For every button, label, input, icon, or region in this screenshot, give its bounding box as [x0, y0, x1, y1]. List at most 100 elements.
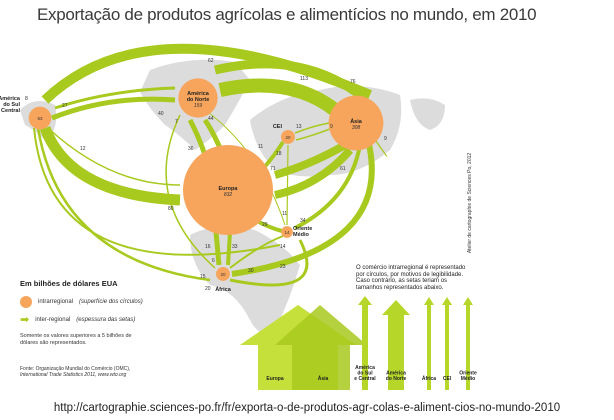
- intra-arrow-label: Ásia: [318, 375, 329, 382]
- flow-arrows: [33, 43, 388, 287]
- flow-arrow-africa-oriente: [229, 235, 284, 269]
- intra-arrow-oriente: [463, 297, 473, 390]
- flow-arrow-amsul-africa-2: [33, 127, 281, 256]
- region-name: Ásia: [350, 118, 363, 125]
- intra-arrow-asia: [275, 305, 367, 390]
- flow-arrow-africa-europa: [226, 231, 232, 266]
- flow-label: 20: [205, 286, 211, 292]
- flow-arrow-europa-asia: [274, 147, 354, 199]
- intra-arrow-label: Médio: [461, 376, 475, 382]
- credit: Atelier de cartographie de Sciences Po, …: [467, 152, 473, 254]
- region-circle: [216, 267, 230, 281]
- legend-circle-label: intrarregional: [38, 299, 74, 305]
- region-name: do Sul: [3, 102, 20, 108]
- flow-label: 33: [232, 244, 238, 250]
- intra-arrows: [240, 296, 473, 390]
- intra-arrow-amnorte: [382, 300, 410, 390]
- intra-arrow-label: América: [386, 371, 406, 377]
- legend-title: Em bilhões de dólares EUA: [20, 279, 118, 288]
- flow-arrow-amnorte-asia: [218, 78, 340, 116]
- flow-arrow-asia-oriente: [294, 144, 362, 230]
- source: Fonte: Organização Mundial do Comércio (…: [20, 366, 220, 378]
- flow-label: 9: [384, 136, 387, 142]
- explanation-text: O comércio intrarregional é representado…: [356, 265, 466, 291]
- intra-arrow-label: e Central: [354, 376, 376, 382]
- flow-label: 40: [158, 111, 164, 117]
- region-value: 53: [37, 116, 43, 121]
- flow-label: 113: [300, 76, 308, 82]
- flow-label: 30: [248, 268, 254, 274]
- flow-arrow-asia-africa: [231, 139, 375, 277]
- flow-arrow-amnorte-africa: [165, 114, 216, 269]
- flow-label: 12: [80, 146, 86, 152]
- flow-label: 9: [330, 124, 333, 130]
- region-name: Médio: [293, 232, 310, 238]
- flow-arrow-amsul-europa-thin: [47, 127, 181, 186]
- flow-label: 6: [212, 258, 215, 264]
- flow-label: 8: [25, 96, 28, 102]
- region-name: do Norte: [187, 97, 210, 103]
- region-circle: [28, 106, 52, 130]
- arrow-icon: ➡: [20, 314, 30, 326]
- flow-label: 27: [62, 103, 68, 109]
- flow-label: 61: [340, 166, 346, 172]
- flow-label: 14: [280, 244, 286, 250]
- flow-arrow-asia-europa: [273, 141, 347, 179]
- region-value: 832: [224, 192, 233, 198]
- region-name: CEI: [273, 124, 283, 130]
- region-name: Oriente: [293, 226, 312, 232]
- flow-label: 11: [282, 211, 287, 217]
- flow-label: 23: [280, 264, 286, 270]
- region-circle: [178, 78, 218, 118]
- flow-label: 29: [262, 222, 268, 228]
- flow-arrow-europa-africa: [213, 231, 222, 266]
- legend-arrow-label: inter-regional: [35, 317, 71, 323]
- region-value: 14: [284, 230, 290, 235]
- flow-label: 11: [258, 144, 263, 150]
- flow-label: 76: [350, 79, 356, 85]
- intra-arrow-label: CEI: [443, 376, 452, 382]
- intra-arrow-label: África: [422, 375, 436, 382]
- region-circle: [183, 145, 273, 235]
- flow-arrow-africa-asia: [229, 239, 309, 287]
- region-value: 159: [194, 103, 203, 109]
- threshold-note: Somente os valores superiores a 5 bilhõe…: [20, 333, 132, 346]
- region-name: América: [187, 91, 210, 97]
- flow-label: 15: [200, 274, 206, 280]
- intra-arrow-label: América: [355, 365, 375, 371]
- legend-circle-row: intrarregional (superfície dos círculos): [20, 296, 143, 308]
- intra-arrow-label: do Sul: [357, 371, 373, 377]
- flow-arrow-europa-amnorte: [202, 118, 223, 150]
- intra-arrow-label: Oriente: [459, 371, 477, 377]
- region-value: 20: [220, 272, 226, 277]
- region-name: África: [215, 286, 232, 293]
- flow-arrow-amsul-amnorte: [51, 96, 176, 121]
- flow-label: 13: [296, 124, 302, 130]
- region-name: América: [0, 96, 21, 102]
- intra-arrow-amsul: [358, 296, 372, 390]
- flow-arrow-amsul-asia: [41, 43, 372, 104]
- map-title: Exportação de produtos agrícolas e alime…: [37, 5, 537, 24]
- flow-arrow-amnorte-europa: [187, 118, 208, 156]
- flow-arrow-amsul-europa: [39, 125, 181, 206]
- flow-label: 71: [270, 166, 276, 172]
- region-name: e Central: [0, 108, 20, 114]
- source-url[interactable]: http://cartographie.sciences-po.fr/fr/ex…: [53, 402, 561, 414]
- intra-arrow-label: Europa: [266, 376, 283, 382]
- region-circle: [281, 226, 293, 238]
- land-australia: [410, 98, 445, 130]
- region-circle: [328, 95, 384, 151]
- flow-label: 62: [208, 58, 214, 64]
- intra-arrow-africa: [424, 297, 434, 390]
- flow-arrow-cei-oriente: [286, 144, 289, 226]
